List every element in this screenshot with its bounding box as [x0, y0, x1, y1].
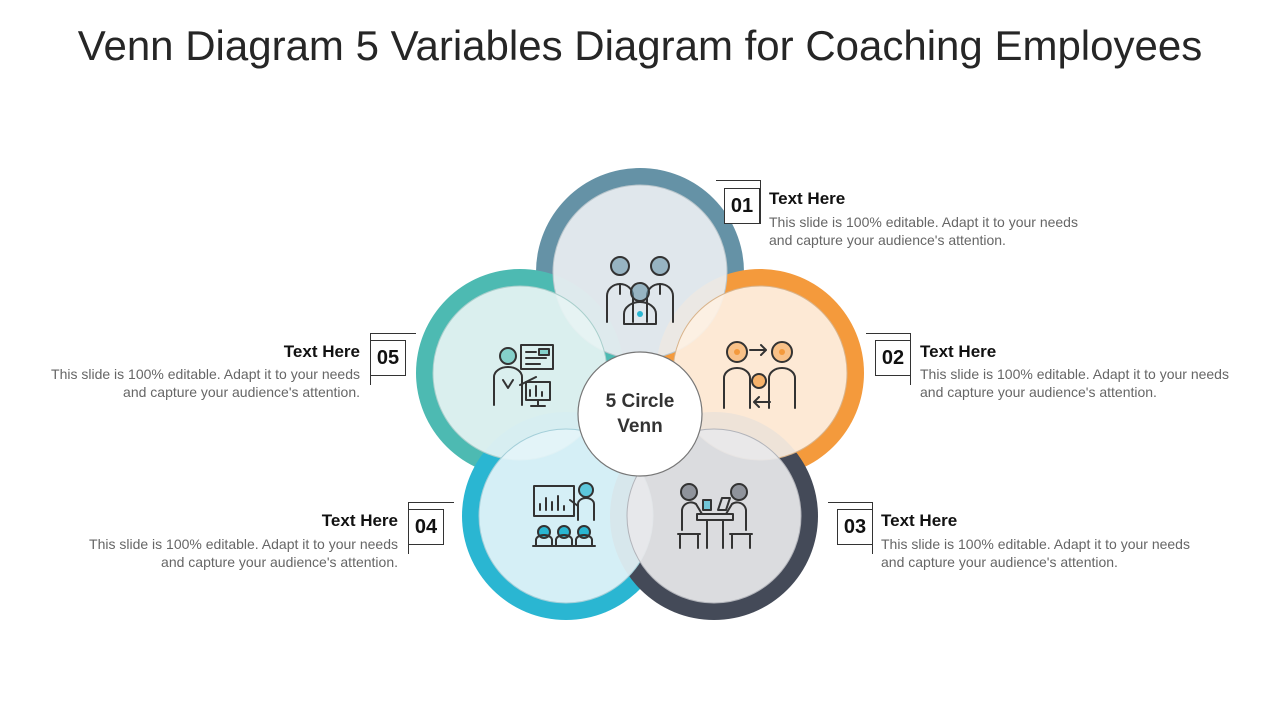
center-label-text: 5 Circle Venn — [605, 391, 675, 437]
callout-01-heading: Text Here — [769, 189, 846, 208]
callout-03-tick — [828, 502, 872, 503]
callout-01-description: This slide is 100% editable. Adapt it to… — [769, 214, 1078, 248]
callout-02-tick — [866, 333, 910, 334]
callout-03-description: This slide is 100% editable. Adapt it to… — [881, 536, 1190, 570]
page-title: Venn Diagram 5 Variables Diagram for Coa… — [77, 22, 1203, 69]
circle-3-inner — [626, 428, 802, 604]
callout-05-description: This slide is 100% editable. Adapt it to… — [51, 366, 360, 400]
callout-02-description: This slide is 100% editable. Adapt it to… — [920, 366, 1229, 400]
callout-03-heading: Text Here — [881, 511, 958, 530]
trainer-screen-icon — [493, 344, 554, 407]
callout-01-number: 01 — [724, 188, 760, 224]
callout-01-tick-v — [760, 180, 761, 224]
callout-05-tick — [370, 333, 416, 334]
callout-03-number: 03 — [837, 509, 873, 545]
callout-02-heading: Text Here — [920, 342, 997, 361]
callout-04-heading: Text Here — [321, 511, 398, 530]
callout-04-description: This slide is 100% editable. Adapt it to… — [89, 536, 398, 570]
callout-04-tick — [408, 502, 454, 503]
callout-04-number: 04 — [408, 509, 444, 545]
callout-05-number: 05 — [370, 340, 406, 376]
meeting-table-icon — [677, 483, 753, 549]
center-circle — [577, 351, 703, 477]
team-group-icon — [606, 256, 674, 325]
presentation-audience-icon — [532, 482, 596, 547]
callout-05-heading: Text Here — [283, 342, 360, 361]
callout-02-number: 02 — [875, 340, 911, 376]
callout-01-tick — [716, 180, 760, 181]
idea-exchange-icon — [723, 341, 796, 409]
center-label: 5 Circle Venn — [578, 352, 702, 476]
